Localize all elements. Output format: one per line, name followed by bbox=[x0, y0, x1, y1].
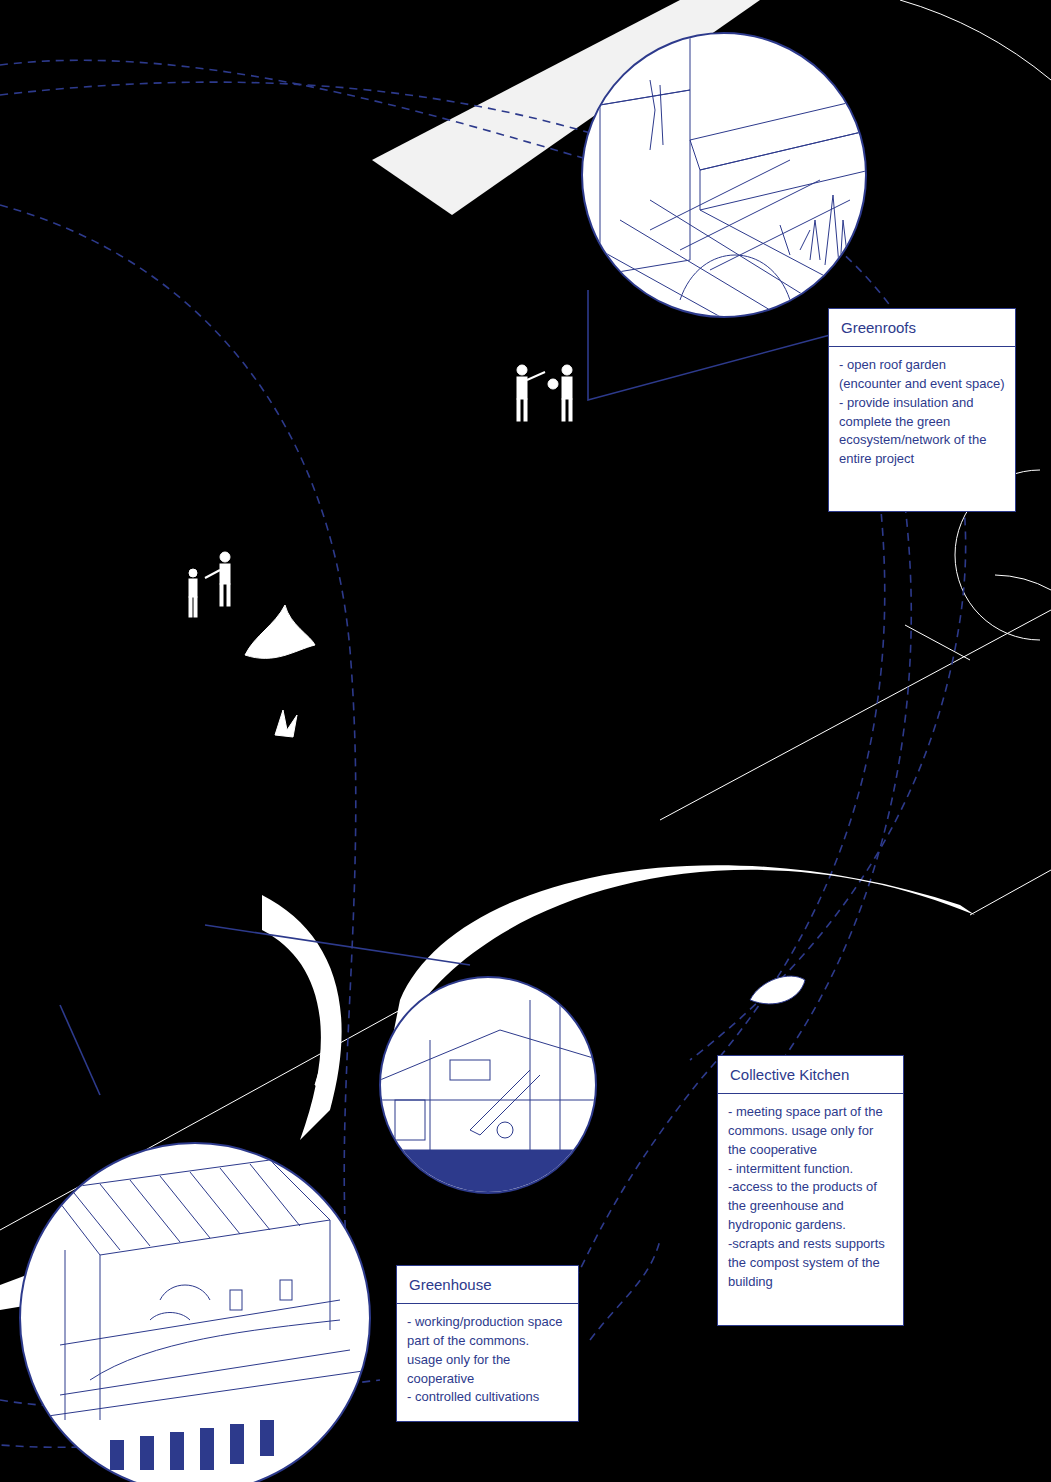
box-body: - provide insulation and complete the gr… bbox=[829, 394, 1015, 479]
leader-line bbox=[60, 1005, 100, 1095]
thin-line bbox=[905, 625, 970, 660]
label-box: Greenroofs- open roof garden (encounter … bbox=[828, 308, 1016, 512]
box-body: - open roof garden (encounter and event … bbox=[829, 347, 1015, 394]
box-body: -scrapts and rests supports the compost … bbox=[718, 1235, 903, 1302]
thin-line bbox=[970, 870, 1051, 915]
kitchen-vignette bbox=[380, 970, 600, 1200]
box-body: - working/production space part of the c… bbox=[397, 1304, 578, 1388]
thin-arc bbox=[900, 0, 1051, 80]
box-body: - intermittent function. bbox=[718, 1160, 903, 1179]
box-body: -access to the products of the greenhous… bbox=[718, 1178, 903, 1235]
arc-band bbox=[262, 895, 342, 1140]
thin-line bbox=[660, 610, 1051, 820]
box-heading: Greenhouse bbox=[397, 1266, 578, 1304]
label-box: Greenhouse- working/production space par… bbox=[396, 1265, 579, 1422]
greenhouse-vignette bbox=[20, 1143, 370, 1482]
box-body: - meeting space part of the commons. usa… bbox=[718, 1094, 903, 1160]
box-body: - controlled cultivations bbox=[397, 1388, 578, 1417]
thin-arc bbox=[995, 575, 1051, 590]
greenroof-vignette bbox=[582, 7, 870, 350]
box-heading: Greenroofs bbox=[829, 309, 1015, 347]
leader-line bbox=[205, 925, 470, 965]
figures bbox=[189, 365, 805, 1088]
box-heading: Collective Kitchen bbox=[718, 1056, 903, 1094]
label-box: Collective Kitchen- meeting space part o… bbox=[717, 1055, 904, 1326]
